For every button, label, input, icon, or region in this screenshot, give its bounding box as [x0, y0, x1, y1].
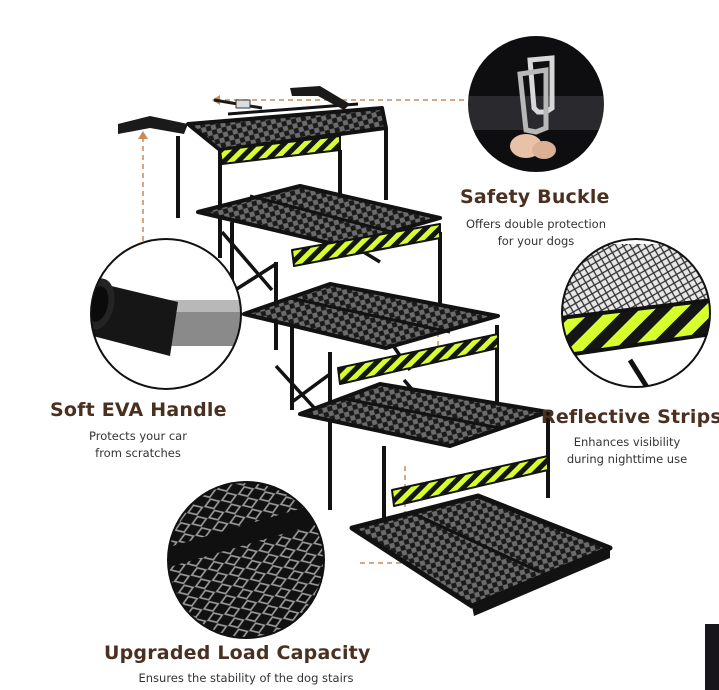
feature-desc-load-capacity: Ensures the stability of the dog stairs	[96, 670, 396, 687]
reflective-strip-closeup	[561, 238, 711, 388]
desc-line: Ensures the stability of the dog stairs	[138, 671, 354, 685]
dog-stairs-product	[118, 86, 613, 616]
eva-handle-closeup	[90, 238, 242, 390]
desc-line: from scratches	[95, 446, 181, 460]
feature-desc-eva-handle: Protects your car from scratches	[58, 428, 218, 462]
screen-edge-corner	[705, 624, 719, 690]
feature-title-reflective-strips: Reflective Strips	[541, 406, 719, 428]
desc-line: Protects your car	[89, 429, 187, 443]
mesh-platform-closeup	[167, 481, 325, 639]
feature-title-safety-buckle: Safety Buckle	[460, 186, 610, 208]
desc-line: during nighttime use	[566, 452, 688, 466]
desc-line: for your dogs	[497, 234, 575, 248]
desc-line: Enhances visibility	[573, 435, 681, 449]
feature-desc-safety-buckle: Offers double protection for your dogs	[446, 216, 626, 250]
feature-title-eva-handle: Soft EVA Handle	[50, 399, 227, 421]
feature-title-load-capacity: Upgraded Load Capacity	[104, 642, 371, 664]
desc-line: Offers double protection	[465, 217, 607, 231]
feature-desc-reflective-strips: Enhances visibility during nighttime use	[542, 434, 712, 468]
safety-buckle-closeup	[466, 34, 606, 174]
